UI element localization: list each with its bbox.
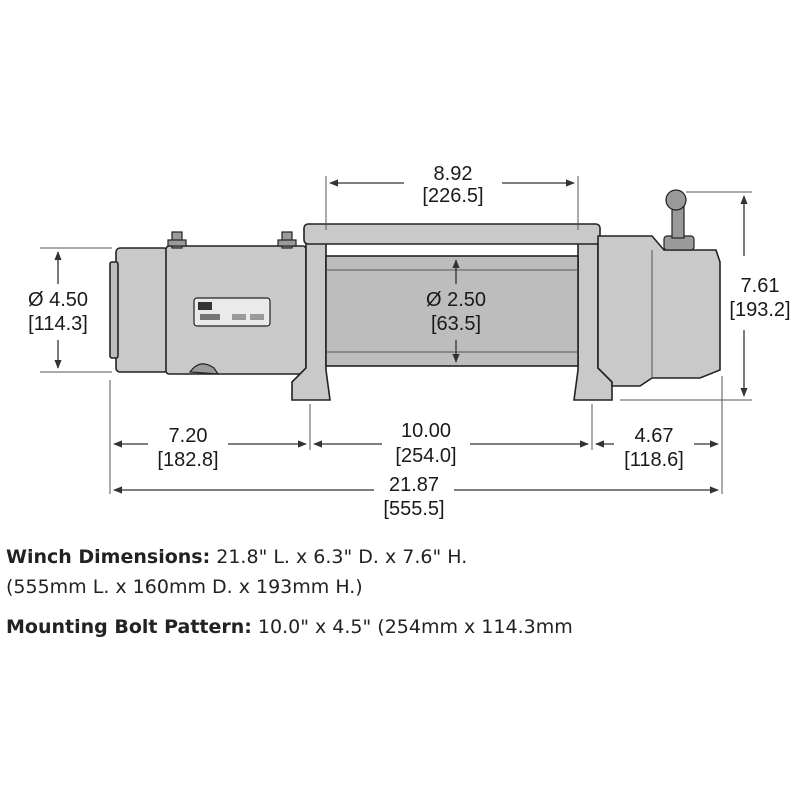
- motor-length-mm: [182.8]: [157, 449, 218, 471]
- motor-diameter-mm: [114.3]: [28, 313, 88, 335]
- extension-lines: [40, 176, 752, 494]
- winch-dimensions-label: Winch Dimensions:: [6, 546, 211, 568]
- drum-diameter-inch: Ø 2.50: [426, 289, 486, 311]
- winch-dimensions-value: 21.8" L. x 6.3" D. x 7.6" H.: [210, 546, 468, 568]
- winch-dimension-drawing: 8.92 [226.5] Ø 4.50 [114.3] Ø 2.50 [63.5…: [28, 163, 791, 520]
- motor-length-inch: 7.20: [169, 425, 208, 447]
- gear-length-inch: 4.67: [635, 425, 674, 447]
- overall-length-inch: 21.87: [389, 474, 439, 496]
- winch-dimensions-metric: (555mm L. x 160mm D. x 193mm H.): [6, 576, 363, 598]
- drum-diameter-mm: [63.5]: [431, 313, 481, 335]
- motor-diameter-inch: Ø 4.50: [28, 289, 88, 311]
- overall-length-mm: [555.5]: [383, 498, 444, 520]
- mounting-bolt-pattern-line: Mounting Bolt Pattern: 10.0" x 4.5" (254…: [6, 616, 573, 638]
- drum-length-inch: 8.92: [434, 163, 473, 185]
- winch-illustration: [109, 189, 721, 401]
- winch-dimensions-line: Winch Dimensions: 21.8" L. x 6.3" D. x 7…: [6, 546, 467, 568]
- height-inch: 7.61: [741, 275, 780, 297]
- dimension-lines: [54, 179, 748, 494]
- mounting-bolt-pattern-value: 10.0" x 4.5" (254mm x 114.3mm: [251, 616, 573, 638]
- gear-length-mm: [118.6]: [624, 449, 684, 471]
- height-mm: [193.2]: [729, 299, 790, 321]
- drum-length-mm: [226.5]: [422, 185, 483, 207]
- bolt-spacing-inch: 10.00: [401, 420, 451, 442]
- bolt-spacing-mm: [254.0]: [395, 445, 456, 467]
- mounting-bolt-pattern-label: Mounting Bolt Pattern:: [6, 616, 252, 638]
- dimension-labels: 8.92 [226.5] Ø 4.50 [114.3] Ø 2.50 [63.5…: [28, 163, 791, 520]
